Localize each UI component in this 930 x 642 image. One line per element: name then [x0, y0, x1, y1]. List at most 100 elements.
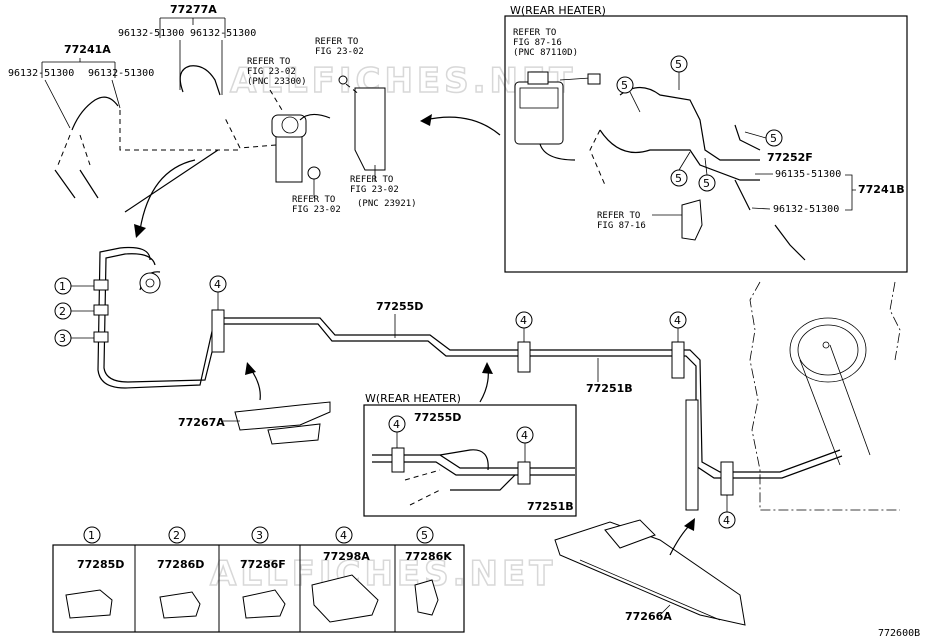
label-77252f: 77252F	[767, 151, 813, 164]
label-77255d: 77255D	[376, 300, 423, 313]
arrow-heater-to-pump	[424, 116, 501, 136]
hose-77252f	[734, 124, 761, 151]
ref-1-line2: FIG 23-02	[247, 67, 296, 77]
bracket-heater	[681, 199, 703, 241]
pipe-top-diagonal	[124, 149, 219, 213]
ref-2-line2: FIG 23-02	[315, 47, 364, 57]
legend-num-1: 1	[88, 529, 95, 542]
legend-box	[52, 544, 465, 633]
clamp-callout-4-a: 4	[209, 275, 227, 353]
ref-6-line1: REFER TO	[597, 211, 640, 221]
clip-icon-4	[311, 574, 379, 623]
ref-4-line2: FIG 23-02	[292, 205, 341, 215]
legend-part-3: 77286F	[240, 558, 286, 571]
ref-6-line2: FIG 87-16	[597, 221, 646, 231]
ref-5-line1: REFER TO	[513, 28, 556, 38]
callout-5-c: 5	[744, 129, 783, 147]
label-96132-c: 96132-51300	[8, 68, 74, 79]
legend-item-2: 2 77286D	[157, 526, 204, 619]
rear-heater-title-center: W(REAR HEATER)	[365, 392, 461, 405]
inset-clamp-4-a: 4	[388, 415, 406, 448]
rear-heater-box-top	[504, 15, 908, 273]
ref-3-line2: FIG 23-02	[350, 185, 399, 195]
svg-text:4: 4	[723, 514, 730, 527]
legend-part-4: 77298A	[323, 550, 370, 563]
clamp-callout-4-d: 4	[718, 461, 736, 529]
legend-num-2: 2	[173, 529, 180, 542]
hose-heater-2	[599, 129, 760, 181]
legend-part-2: 77286D	[157, 558, 204, 571]
label-96135: 96135-51300	[775, 169, 841, 180]
pipe-ends-left	[54, 169, 99, 199]
fuel-tank-outline	[749, 281, 901, 511]
svg-text:2: 2	[59, 305, 66, 318]
nut	[307, 166, 321, 180]
callout-5-b: 5	[616, 76, 641, 113]
hose-heater-1	[619, 86, 760, 161]
svg-text:4: 4	[521, 429, 528, 442]
ref-1-line1: REFER TO	[247, 57, 290, 67]
protector-77266a	[554, 519, 746, 626]
rear-heater-box-center	[363, 404, 577, 517]
label-77241b: 77241B	[858, 183, 905, 196]
ref-3-line1: REFER TO	[350, 175, 393, 185]
svg-text:4: 4	[393, 418, 400, 431]
ref-5-line2: FIG 87-16	[513, 38, 562, 48]
clamp-callout-1: 1	[54, 277, 109, 295]
bolt	[338, 75, 348, 85]
label-77251b-inset: 77251B	[527, 500, 574, 513]
callout-5-e: 5	[698, 157, 716, 192]
svg-text:4: 4	[214, 278, 221, 291]
label-96132-d: 96132-51300	[88, 68, 154, 79]
ref-2-line1: REFER TO	[315, 37, 358, 47]
clamp-callout-3: 3	[54, 329, 109, 347]
clamp-callout-2: 2	[54, 302, 109, 320]
svg-text:3: 3	[59, 332, 66, 345]
label-77266a: 77266A	[625, 610, 672, 623]
label-96132-b: 96132-51300	[190, 28, 256, 39]
svg-text:5: 5	[675, 58, 682, 71]
clip-icon-3	[242, 589, 286, 619]
svg-text:5: 5	[675, 172, 682, 185]
legend-part-5: 77286K	[405, 550, 452, 563]
label-77241a: 77241A	[64, 43, 111, 56]
main-fuel-lines	[97, 246, 843, 479]
fuel-pump-assembly	[224, 113, 331, 183]
svg-text:5: 5	[703, 177, 710, 190]
ref-5-line3: (PNC 87110D)	[513, 48, 578, 58]
legend-item-1: 1 77285D	[65, 526, 124, 619]
rear-heater-title-top: W(REAR HEATER)	[510, 4, 606, 17]
svg-text:5: 5	[770, 132, 777, 145]
svg-text:5: 5	[621, 79, 628, 92]
clip-icon-2	[159, 591, 201, 619]
legend-item-4: 4 77298A	[311, 526, 379, 623]
hose-77241a	[71, 96, 119, 131]
hose-77277a	[179, 65, 221, 96]
pipe-end-block	[685, 399, 699, 511]
legend-item-3: 3 77286F	[240, 526, 286, 619]
ref-1-line3: (PNC 23300)	[247, 77, 307, 87]
callout-5-d: 5	[670, 151, 691, 187]
ref-3-line3: (PNC 23921)	[357, 199, 417, 209]
hose-77241b	[774, 224, 806, 261]
clamp-callout-4-b: 4	[515, 311, 533, 373]
svg-text:4: 4	[520, 314, 527, 327]
svg-text:1: 1	[59, 280, 66, 293]
clamp-callout-4-c: 4	[669, 311, 687, 379]
clip-icon-1	[65, 589, 113, 619]
legend-num-5: 5	[421, 529, 428, 542]
svg-text:4: 4	[674, 314, 681, 327]
legend-num-4: 4	[340, 529, 347, 542]
label-77267a: 77267A	[178, 416, 225, 429]
arrow-pump-to-clamps	[139, 159, 196, 231]
label-77255d-inset: 77255D	[414, 411, 461, 424]
inset-lines	[372, 447, 575, 506]
clip-icon-5	[414, 579, 439, 616]
inset-clamp-4-b: 4	[516, 426, 534, 462]
watermark-bottom: ALLFICHES.NET	[210, 554, 556, 594]
label-96132-a: 96132-51300	[118, 28, 184, 39]
protector-77267a	[234, 401, 331, 445]
legend-num-3: 3	[256, 529, 263, 542]
